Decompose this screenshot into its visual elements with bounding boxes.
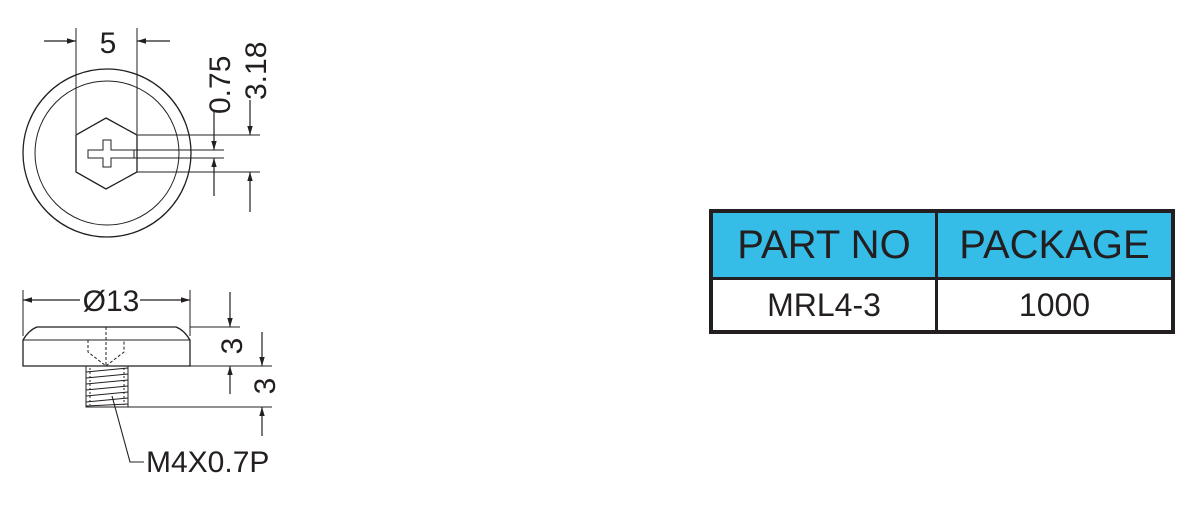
inner-circle — [34, 80, 180, 226]
cap-height-label: 3 — [216, 338, 249, 355]
part-no-header: PART NO — [709, 209, 938, 280]
hex-socket — [75, 117, 138, 190]
thread-callout-label: M4X0.7P — [146, 446, 269, 479]
height-dimension-label: 3.18 — [240, 42, 273, 100]
width-dimension-label: 5 — [100, 27, 117, 60]
table-row: MRL4-3 1000 — [709, 277, 1175, 334]
outer-circle — [22, 68, 192, 238]
cross-slot — [87, 139, 135, 168]
package-cell: 1000 — [935, 277, 1175, 334]
spec-table-header-row: PART NO PACKAGE — [709, 209, 1175, 280]
part-no-cell: MRL4-3 — [709, 277, 938, 334]
thread-length-label: 3 — [249, 378, 282, 395]
hidden-socket — [87, 340, 125, 367]
spec-table: PART NO PACKAGE MRL4-3 1000 — [709, 209, 1175, 334]
thread-lines — [85, 367, 129, 407]
diameter-dimension-label: Ø13 — [83, 285, 140, 318]
slot-dimension-label: 0.75 — [204, 56, 237, 114]
thread-leader — [111, 395, 144, 463]
package-header: PACKAGE — [935, 209, 1175, 280]
side-view — [22, 290, 272, 463]
top-view — [22, 28, 260, 238]
